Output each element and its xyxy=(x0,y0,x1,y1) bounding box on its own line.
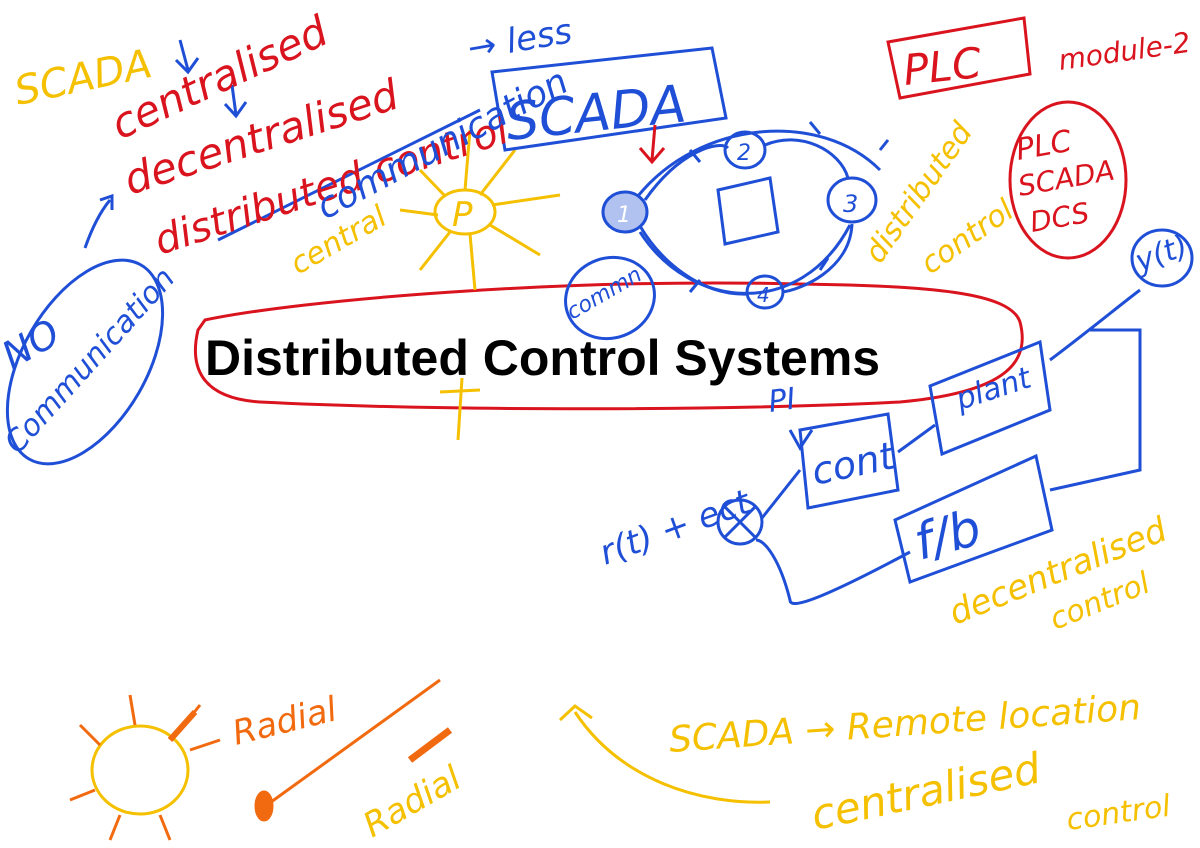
node-4-label: 4 xyxy=(757,283,770,307)
distributed-network-diagram xyxy=(564,121,890,341)
plc-scada-dcs-circle xyxy=(1008,100,1128,260)
scada-box xyxy=(490,46,728,152)
centralised-yellow: centralised xyxy=(807,743,1045,839)
radial-network-sketch xyxy=(90,724,190,816)
blue-underline xyxy=(217,108,481,242)
no-communication-ellipse xyxy=(5,258,165,466)
central-p-sketch xyxy=(399,129,561,441)
comm-label: commn xyxy=(563,262,647,325)
control-loop-diagram xyxy=(716,228,1194,605)
rx-label: r(t) + ect xyxy=(594,482,757,574)
slide-title: Distributed Control Systems xyxy=(205,330,881,386)
node-1-label: 1 xyxy=(617,203,631,228)
arrow-to-centralised xyxy=(83,193,114,249)
scada-curve-arrow xyxy=(558,704,771,804)
control-yellow-bottom: control xyxy=(1064,789,1173,838)
radial-orange: Radial xyxy=(229,689,342,754)
p-yellow: P xyxy=(452,195,473,235)
red-down-arrow xyxy=(638,124,666,165)
scada-remote-location: SCADA → Remote location xyxy=(668,687,1143,761)
y-t-label: y(t) xyxy=(1130,229,1193,280)
no-communication-no: NO xyxy=(0,311,67,378)
radial-yellow: Radial xyxy=(357,758,469,846)
plc-circle-dcs: DCS xyxy=(1027,196,1091,239)
title-highlight-ellipse xyxy=(194,281,1024,411)
module-label: module-2 xyxy=(1056,26,1192,77)
blue-down-arrows xyxy=(174,39,248,119)
radial-network-branches xyxy=(69,678,453,841)
node-3-label: 3 xyxy=(843,190,858,218)
plc-box-label: PLC xyxy=(901,38,984,95)
cont-label: cont xyxy=(808,433,901,494)
plc-box xyxy=(886,16,1032,100)
node-2-label: 2 xyxy=(737,141,751,166)
less-blue: → less xyxy=(465,11,575,69)
pi-label: PI xyxy=(766,381,798,419)
